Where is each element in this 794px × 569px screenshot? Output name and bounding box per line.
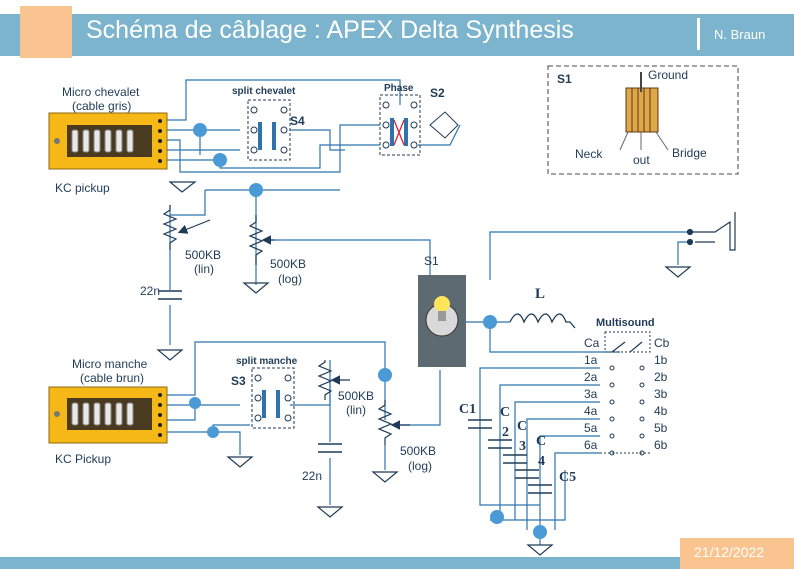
output-jack <box>686 212 736 251</box>
contact-4a: 4a <box>584 404 598 418</box>
s4-label: S4 <box>290 114 305 128</box>
header-accent <box>20 6 72 58</box>
legend-out: out <box>633 153 650 167</box>
author-name: N. Braun <box>714 27 766 42</box>
contact-2b: 2b <box>654 370 668 384</box>
cap-c4-letter: C <box>536 434 546 449</box>
phase-label: Phase <box>384 83 414 94</box>
neck-pickup-type: KC Pickup <box>55 452 111 466</box>
bridge-pickup-type: KC pickup <box>55 181 110 195</box>
contact-5b: 5b <box>654 421 668 435</box>
s1-label: S1 <box>424 254 439 268</box>
contact-3b: 3b <box>654 387 668 401</box>
contact-1a: 1a <box>584 353 598 367</box>
contact-3a: 3a <box>584 387 598 401</box>
multisound-cap-labels: C1 C 2 C 3 C 4 C5 <box>459 402 576 485</box>
pot-3-taper: (lin) <box>346 403 366 417</box>
contact-5a: 5a <box>584 421 598 435</box>
footer-bar <box>0 557 794 569</box>
split-bridge-label: split chevalet <box>232 86 296 97</box>
connection-nodes <box>189 123 547 539</box>
neck-pickup-cable: (cable brun) <box>80 371 144 385</box>
contact-1b: 1b <box>654 353 668 367</box>
ground-symbols <box>156 181 692 556</box>
pot-2-value: 500KB <box>270 257 306 271</box>
pot-3-value: 500KB <box>338 389 374 403</box>
switch-s1 <box>418 275 466 367</box>
switch-s2-phase <box>379 94 459 156</box>
bridge-pickup-cable: (cable gris) <box>72 99 131 113</box>
switch-s4 <box>247 99 291 161</box>
legend-bridge: Bridge <box>672 146 707 160</box>
contact-cb: Cb <box>654 336 670 350</box>
pot-2-taper: (log) <box>278 272 302 286</box>
date-box <box>680 538 794 569</box>
title-separator <box>697 18 700 50</box>
cap-c2-letter: C <box>500 405 510 420</box>
cap-c4-number: 4 <box>538 454 545 469</box>
neck-pickup-name: Micro manche <box>72 357 148 371</box>
contact-6b: 6b <box>654 438 668 452</box>
contact-6a: 6a <box>584 438 598 452</box>
cap-bridge-value: 22n <box>140 284 160 298</box>
capacitors <box>158 290 552 494</box>
legend-s1-box <box>547 65 739 175</box>
pot-4-taper: (log) <box>408 459 432 473</box>
cap-c3-number: 3 <box>519 439 526 454</box>
page-title: Schéma de câblage : APEX Delta Synthesis <box>86 16 574 44</box>
neck-pickup <box>48 386 168 444</box>
inductor-coil <box>509 313 576 329</box>
bridge-pickup-name: Micro chevalet <box>62 85 140 99</box>
contact-ca: Ca <box>584 336 600 350</box>
contact-2a: 2a <box>584 370 598 384</box>
bridge-pickup <box>48 112 168 170</box>
s2-label: S2 <box>430 86 445 100</box>
potentiometers <box>162 205 410 445</box>
pot-1-taper: (lin) <box>194 262 214 276</box>
inductor-label: L <box>535 286 545 302</box>
multisound-switch <box>600 331 651 456</box>
legend-title: S1 <box>557 72 572 86</box>
header-bar <box>0 14 794 56</box>
cap-neck-value: 22n <box>302 469 322 483</box>
cap-c3-letter: C <box>517 419 527 434</box>
multisound-left-contacts: Ca 1a 2a 3a 4a 5a 6a <box>584 336 600 452</box>
s3-label: S3 <box>231 374 246 388</box>
cap-c5-label: C5 <box>559 470 576 485</box>
switch-s3 <box>251 367 295 429</box>
footer-date: 21/12/2022 <box>694 544 765 560</box>
pot-1-value: 500KB <box>185 248 221 262</box>
pot-4-value: 500KB <box>400 444 436 458</box>
legend-ground: Ground <box>648 68 688 82</box>
multisound-right-contacts: Cb 1b 2b 3b 4b 5b 6b <box>654 336 670 452</box>
cap-c1-label: C1 <box>459 402 476 417</box>
multisound-title: Multisound <box>596 317 655 329</box>
contact-4b: 4b <box>654 404 668 418</box>
split-neck-label: split manche <box>236 356 298 367</box>
legend-neck: Neck <box>575 147 603 161</box>
cap-c2-number: 2 <box>502 425 509 440</box>
